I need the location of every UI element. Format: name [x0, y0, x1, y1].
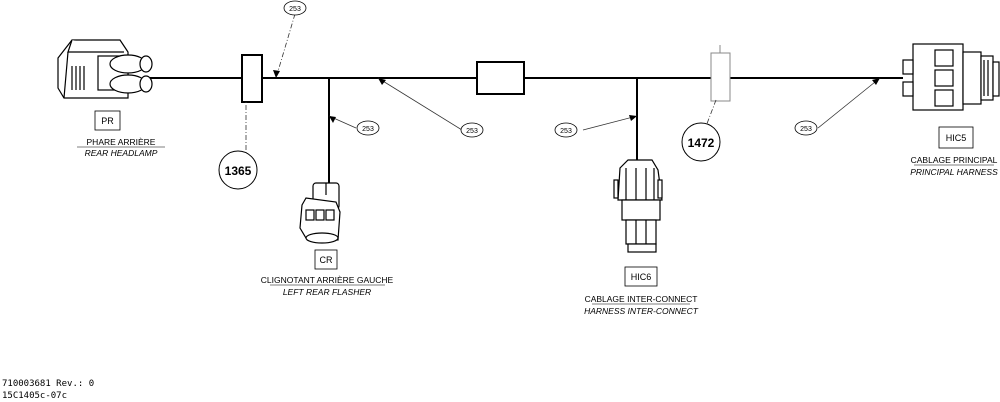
connector-name-fr-cr: CLIGNOTANT ARRIÈRE GAUCHE [261, 275, 394, 285]
code-box-pr [94, 110, 121, 131]
part-number-1472: 1472 [688, 136, 715, 150]
connector-name-en-hic6: HARNESS INTER-CONNECT [584, 306, 699, 316]
connector-code-hic6: HIC6 [631, 272, 652, 282]
connector-code-hic5: HIC5 [946, 133, 967, 143]
rear-headlamp-connector-icon [57, 39, 153, 99]
callout-253-cr: 253 [362, 126, 374, 133]
callout-253-hic6: 253 [560, 128, 572, 135]
callout-circle [356, 120, 380, 136]
part-callout-circle [681, 122, 721, 162]
connector-name-en-cr: LEFT REAR FLASHER [283, 287, 371, 297]
connector-code-pr: PR [101, 116, 114, 126]
callout-circle [794, 120, 818, 136]
part-number-1365: 1365 [225, 164, 252, 178]
connector-name-fr-hic5: CABLAGE PRINCIPAL [911, 155, 998, 165]
document-number: 710003681 Rev.: 0 [2, 379, 94, 389]
harness-inter-connect-connector-icon [613, 159, 663, 253]
principal-harness-connector-icon [902, 43, 1000, 111]
part-callout-circle [218, 150, 258, 190]
code-box-cr [314, 249, 338, 270]
connector-name-en-pr: REAR HEADLAMP [85, 148, 158, 158]
left-rear-flasher-connector-icon [299, 182, 341, 244]
connector-name-en-hic5: PRINCIPAL HARNESS [910, 167, 998, 177]
code-box-hic5 [938, 126, 974, 149]
connector-name-fr-pr: PHARE ARRIÈRE [87, 137, 156, 147]
callout-253-top: 253 [289, 6, 301, 13]
callout-circle [283, 0, 307, 16]
connector-code-cr: CR [320, 255, 333, 265]
connector-name-fr-hic6: CABLAGE INTER-CONNECT [585, 294, 698, 304]
harness-tie [710, 52, 731, 102]
callout-circle [460, 122, 484, 138]
harness-sleeve [476, 61, 525, 95]
drawing-reference: 15C1405c-07c [2, 391, 67, 401]
callout-253-main: 253 [466, 128, 478, 135]
callout-253-hic5: 253 [800, 126, 812, 133]
code-box-hic6 [624, 266, 658, 287]
callout-leaders [245, 13, 881, 170]
harness-clip [241, 54, 263, 103]
callout-arrows [273, 70, 880, 123]
callout-circle [554, 122, 578, 138]
